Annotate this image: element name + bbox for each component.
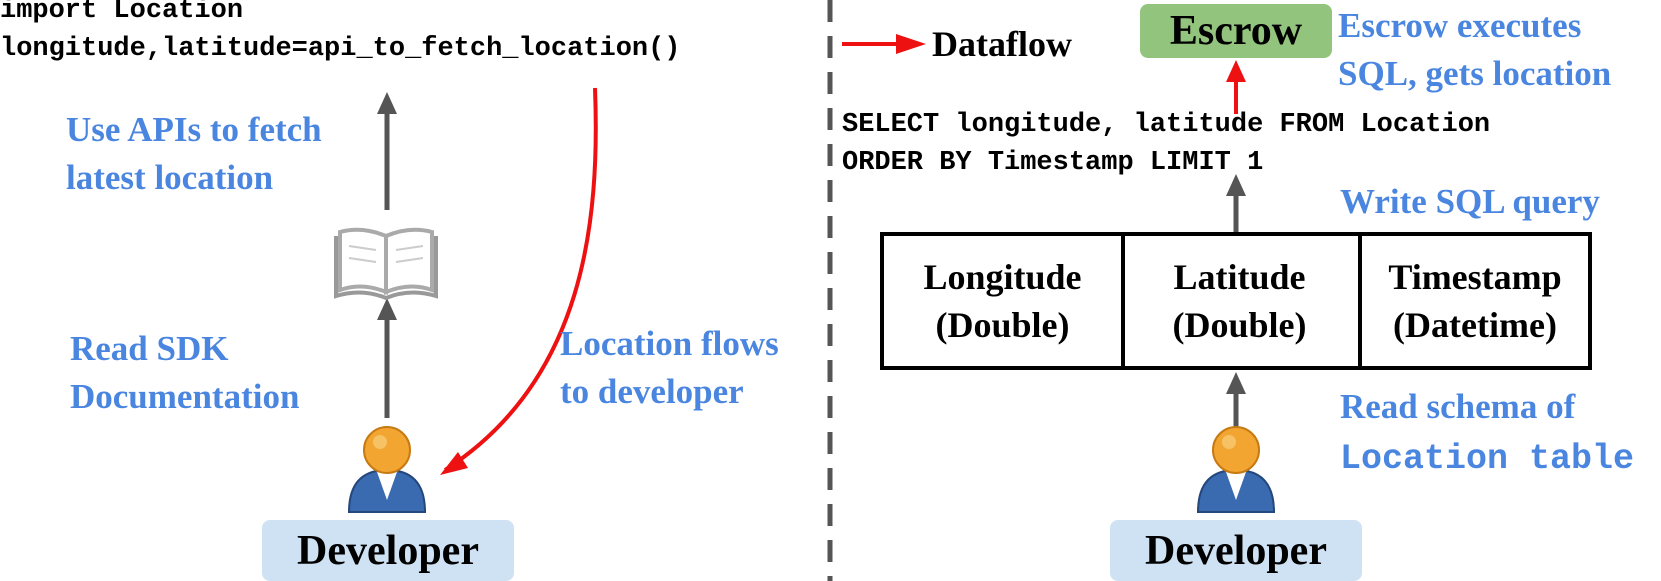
api-note-line-1: Use APIs to fetch <box>66 110 322 149</box>
sql-line-1: SELECT longitude, latitude FROM Location <box>842 110 1491 140</box>
api-note: Use APIs to fetch latest location <box>66 106 322 202</box>
api-note-line-2: latest location <box>66 158 274 197</box>
developer-person-icon-right <box>1196 426 1276 513</box>
sdk-note: Read SDK Documentation <box>70 325 299 421</box>
column-name: Timestamp <box>1388 257 1562 297</box>
schema-note-line-2: Location table <box>1340 432 1634 484</box>
flow-note-line-2: to developer <box>560 372 744 411</box>
schema-column-timestamp: Timestamp (Datetime) <box>1362 236 1588 366</box>
column-type: (Double) <box>935 305 1070 345</box>
column-name: Longitude <box>923 257 1082 297</box>
write-sql-note: Write SQL query <box>1340 182 1600 221</box>
schema-column-longitude: Longitude (Double) <box>884 236 1125 366</box>
sdk-note-line-1: Read SDK <box>70 329 229 368</box>
sdk-note-line-2: Documentation <box>70 377 300 416</box>
flow-note-line-1: Location flows <box>560 324 779 363</box>
location-flow-arrow <box>443 87 598 472</box>
column-name: Latitude <box>1173 257 1306 297</box>
dataflow-legend-label: Dataflow <box>932 24 1072 64</box>
read-schema-arrow <box>1226 372 1246 428</box>
escrow-note: Escrow executes SQL, gets location <box>1338 2 1611 98</box>
location-schema-table: Longitude (Double) Latitude (Double) Tim… <box>880 232 1592 370</box>
left-code-line-1: import Location <box>0 0 244 26</box>
column-type: (Datetime) <box>1393 305 1557 345</box>
schema-note: Read schema of Location table <box>1340 382 1634 484</box>
developer-label-right: Developer <box>1110 520 1362 581</box>
schema-note-table-name: Location <box>1340 439 1509 479</box>
escrow-note-line-1: Escrow executes <box>1338 6 1582 45</box>
schema-column-latitude: Latitude (Double) <box>1121 236 1362 366</box>
open-book-icon <box>334 227 438 301</box>
flow-note: Location flows to developer <box>560 320 779 416</box>
left-code-line-2: longitude,latitude=api_to_fetch_location… <box>0 34 681 64</box>
escrow-note-line-2: SQL, gets location <box>1338 54 1612 93</box>
write-sql-arrow <box>1226 174 1246 232</box>
escrow-box: Escrow <box>1140 4 1332 58</box>
read-sdk-arrow <box>377 298 397 418</box>
use-api-arrow <box>377 92 397 210</box>
schema-note-suffix: table <box>1508 439 1635 479</box>
developer-label-left: Developer <box>262 520 514 581</box>
dataflow-legend-arrow <box>842 34 926 54</box>
developer-person-icon-left <box>347 426 427 513</box>
column-type: (Double) <box>1172 305 1307 345</box>
escrow-dataflow-arrow <box>1226 60 1246 114</box>
schema-note-line-1: Read schema of <box>1340 387 1576 426</box>
sql-line-2: ORDER BY Timestamp LIMIT 1 <box>842 148 1264 178</box>
